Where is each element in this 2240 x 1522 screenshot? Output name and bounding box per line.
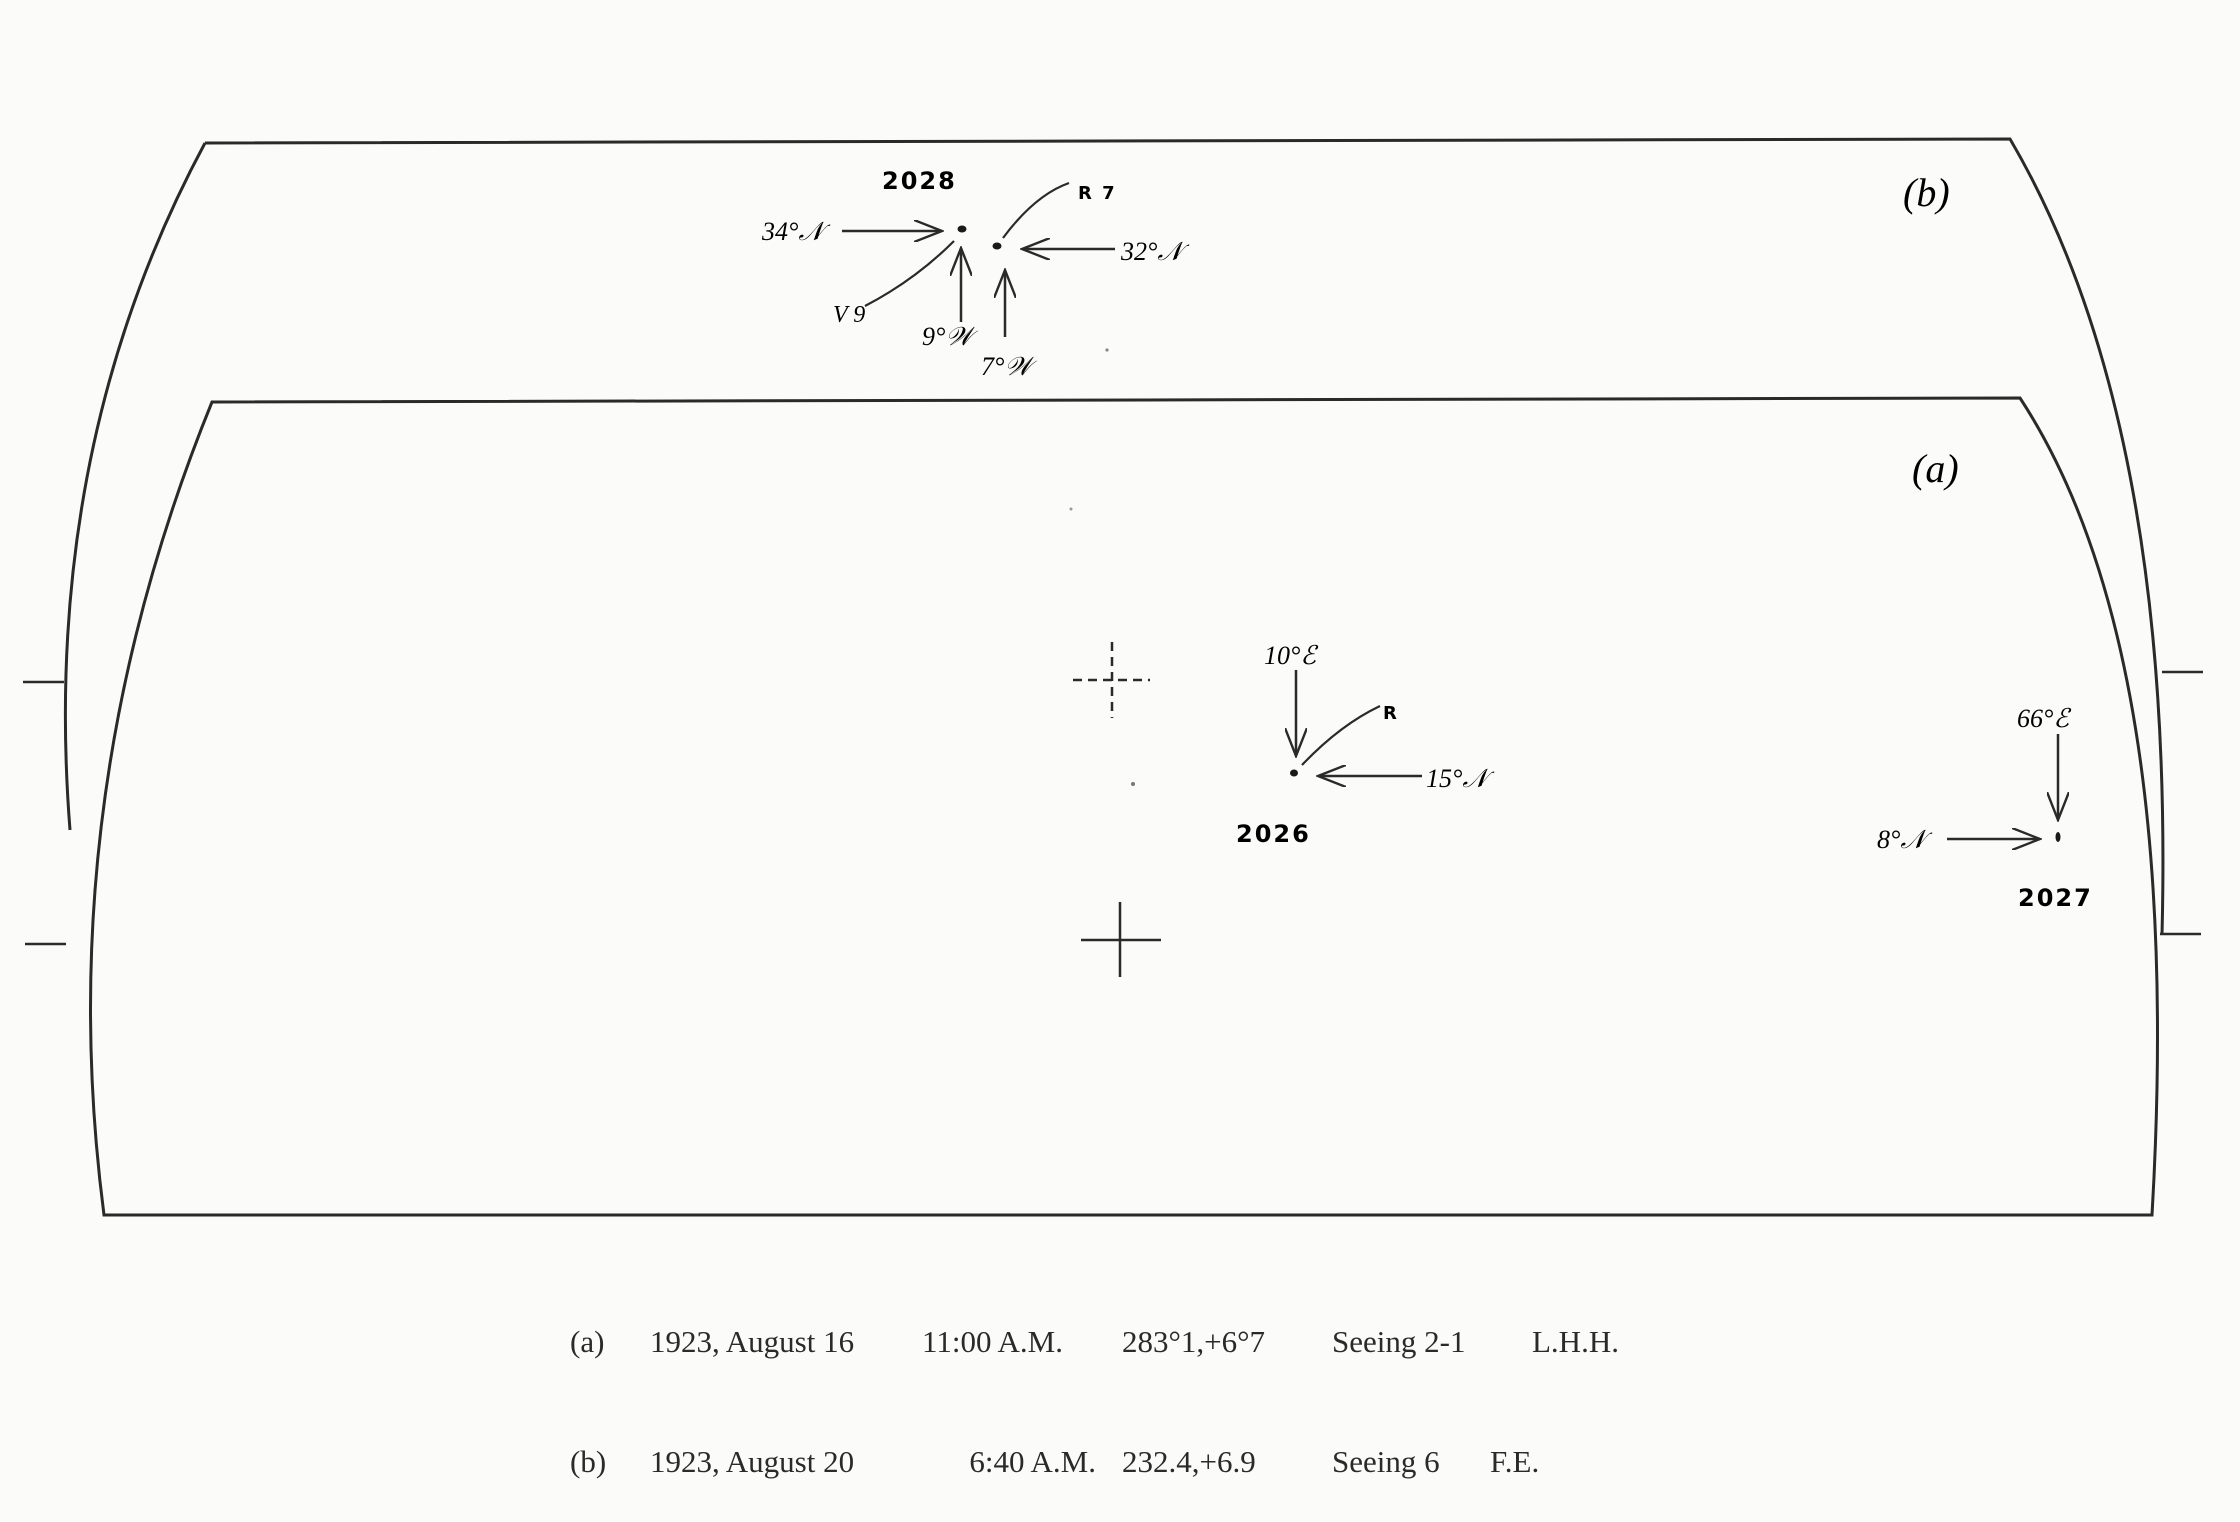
- speck: [1131, 782, 1135, 786]
- r-leader-line: [1301, 705, 1381, 766]
- solar-diagram: (b) (a) 2028 R 7 V 9 34°𝒩 32°𝒩 9°𝒲 7°𝒲 R…: [23, 137, 2203, 1217]
- lat-34n-label: 34°𝒩: [761, 217, 831, 246]
- frame-b-outline: [63, 137, 2165, 936]
- lat-32n-label: 32°𝒩: [1120, 237, 1190, 266]
- spot-2026: [1290, 769, 1298, 777]
- caption-a-time: 11:00 A.M.: [922, 1324, 1063, 1359]
- lon-9w-label: 9°𝒲: [922, 322, 978, 351]
- caption-a-observer: L.H.H.: [1532, 1324, 1619, 1359]
- caption-a-label: (a): [570, 1324, 605, 1359]
- caption-a-coords: 283°1,+6°7: [1122, 1324, 1266, 1359]
- caption-b-observer: F.E.: [1490, 1444, 1540, 1479]
- v9-label: V 9: [833, 302, 865, 328]
- spot-left-2028: [957, 225, 967, 233]
- frame-b-label: (b): [1903, 170, 1950, 215]
- v9-leader-line: [864, 240, 955, 307]
- caption-b-label: (b): [570, 1444, 607, 1479]
- spot-right-2028: [992, 242, 1002, 250]
- caption-b-time: 6:40 A.M.: [969, 1444, 1096, 1479]
- caption-row-a: (a) 1923, August 16 11:00 A.M. 283°1,+6°…: [570, 1322, 1619, 1362]
- lon-7w-label: 7°𝒲: [981, 352, 1037, 381]
- speck: [1069, 507, 1073, 511]
- speck: [1105, 348, 1109, 352]
- solid-center-cross: [1081, 902, 1161, 977]
- dashed-center-cross: [1073, 642, 1150, 718]
- group-2027-label: 2027: [2018, 884, 2093, 912]
- group-2026-label: 2026: [1236, 820, 1311, 848]
- r-label: R: [1383, 703, 1397, 724]
- caption: (a) 1923, August 16 11:00 A.M. 283°1,+6°…: [570, 1242, 1619, 1522]
- caption-b-date: 1923, August 20: [650, 1444, 855, 1479]
- group-2028-label: 2028: [882, 167, 957, 195]
- lon-66e-label: 66°ℰ: [2017, 704, 2071, 733]
- r7-leader-line: [1002, 181, 1070, 239]
- caption-b-seeing: Seeing 6: [1332, 1444, 1440, 1479]
- spot-2027: [2055, 832, 2061, 842]
- frame-a-label: (a): [1912, 446, 1959, 491]
- caption-a-seeing: Seeing 2-1: [1332, 1324, 1466, 1359]
- r7-label: R 7: [1078, 183, 1117, 204]
- caption-b-coords: 232.4,+6.9: [1122, 1444, 1256, 1479]
- lat-8n-label: 8°𝒩: [1877, 825, 1933, 854]
- caption-row-b: (b) 1923, August 20 6:40 A.M. 232.4,+6.9…: [570, 1442, 1619, 1482]
- lon-10e-label: 10°ℰ: [1264, 641, 1318, 670]
- frame-a-outline: [89, 396, 2159, 1217]
- caption-a-date: 1923, August 16: [650, 1324, 855, 1359]
- lat-15n-label: 15°𝒩: [1426, 764, 1495, 793]
